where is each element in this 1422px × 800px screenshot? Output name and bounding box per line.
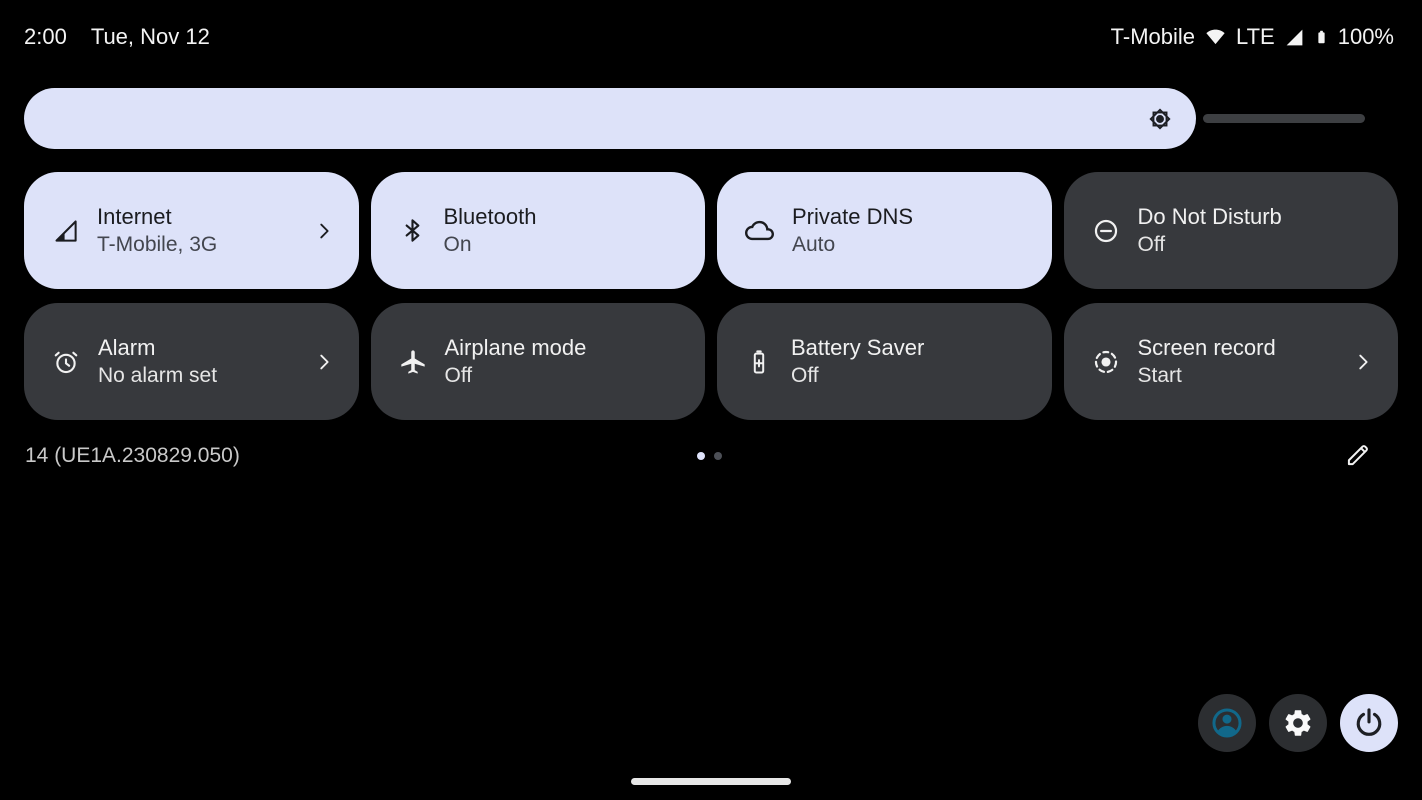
tiles-grid: Internet T-Mobile, 3G Bluetooth On Priva… bbox=[24, 172, 1398, 420]
tile-label: Internet bbox=[97, 203, 172, 229]
tile-internet[interactable]: Internet T-Mobile, 3G bbox=[24, 172, 359, 289]
clock: 2:00 bbox=[24, 24, 67, 49]
tile-private-dns[interactable]: Private DNS Auto bbox=[717, 172, 1052, 289]
tile-bluetooth[interactable]: Bluetooth On bbox=[370, 172, 705, 289]
tile-status: Off bbox=[791, 363, 819, 387]
do-not-disturb-icon bbox=[1092, 217, 1120, 245]
tile-status: On bbox=[443, 232, 472, 256]
network-type-label: LTE bbox=[1236, 24, 1275, 49]
tile-label: Do Not Disturb bbox=[1137, 203, 1282, 229]
settings-button[interactable] bbox=[1269, 694, 1327, 752]
user-switcher-button[interactable] bbox=[1198, 694, 1256, 752]
brightness-icon bbox=[1146, 105, 1174, 133]
battery-icon bbox=[1314, 24, 1329, 50]
build-number: 14 (UE1A.230829.050) bbox=[25, 444, 240, 467]
home-indicator-bar[interactable] bbox=[631, 778, 791, 785]
power-button[interactable] bbox=[1340, 694, 1398, 752]
bluetooth-icon bbox=[399, 217, 426, 244]
battery-percent-label: 100% bbox=[1337, 24, 1394, 49]
tile-status: Auto bbox=[792, 232, 836, 256]
tile-battery-saver[interactable]: Battery Saver Off bbox=[717, 303, 1052, 420]
page-indicator[interactable] bbox=[697, 452, 722, 460]
tile-label: Battery Saver bbox=[791, 334, 925, 360]
tile-status: T-Mobile, 3G bbox=[97, 232, 218, 256]
carrier-label: T-Mobile bbox=[1110, 24, 1195, 49]
tile-label: Airplane mode bbox=[444, 334, 587, 360]
tile-label: Screen record bbox=[1137, 334, 1276, 360]
quick-actions bbox=[1198, 694, 1398, 752]
brightness-track[interactable] bbox=[1203, 114, 1365, 123]
chevron-right-icon[interactable] bbox=[1352, 351, 1374, 373]
chevron-right-icon[interactable] bbox=[313, 351, 335, 373]
alarm-icon bbox=[52, 348, 80, 376]
airplane-icon bbox=[399, 348, 427, 376]
pencil-icon bbox=[1344, 441, 1374, 469]
wifi-icon bbox=[1204, 27, 1227, 47]
tile-alarm[interactable]: Alarm No alarm set bbox=[24, 303, 359, 420]
screen-record-icon bbox=[1092, 348, 1120, 376]
tile-screen-record[interactable]: Screen record Start bbox=[1063, 303, 1398, 420]
chevron-right-icon[interactable] bbox=[313, 220, 335, 242]
gear-icon bbox=[1282, 707, 1314, 739]
tile-label: Alarm bbox=[98, 334, 156, 360]
page-dot-active bbox=[697, 452, 705, 460]
tile-status: No alarm set bbox=[98, 363, 218, 387]
tile-label: Bluetooth bbox=[443, 203, 537, 229]
power-icon bbox=[1352, 706, 1386, 740]
tile-do-not-disturb[interactable]: Do Not Disturb Off bbox=[1063, 172, 1398, 289]
person-icon bbox=[1209, 705, 1245, 741]
cellular-signal-icon bbox=[52, 217, 79, 244]
tile-status: Off bbox=[1137, 232, 1166, 256]
tile-status: Start bbox=[1137, 363, 1182, 387]
status-bar: 2:00 Tue, Nov 12 T-Mobile LTE 100% bbox=[24, 18, 1394, 56]
page-dot-inactive bbox=[714, 452, 722, 460]
tile-status: Off bbox=[444, 363, 473, 387]
tile-airplane-mode[interactable]: Airplane mode Off bbox=[370, 303, 705, 420]
battery-saver-icon bbox=[745, 348, 773, 376]
tile-label: Private DNS bbox=[792, 203, 914, 229]
edit-tiles-button[interactable] bbox=[1344, 441, 1374, 471]
cloud-icon bbox=[745, 216, 774, 245]
date: Tue, Nov 12 bbox=[90, 24, 210, 49]
brightness-slider[interactable] bbox=[24, 88, 1196, 149]
cellular-signal-icon bbox=[1284, 27, 1305, 48]
